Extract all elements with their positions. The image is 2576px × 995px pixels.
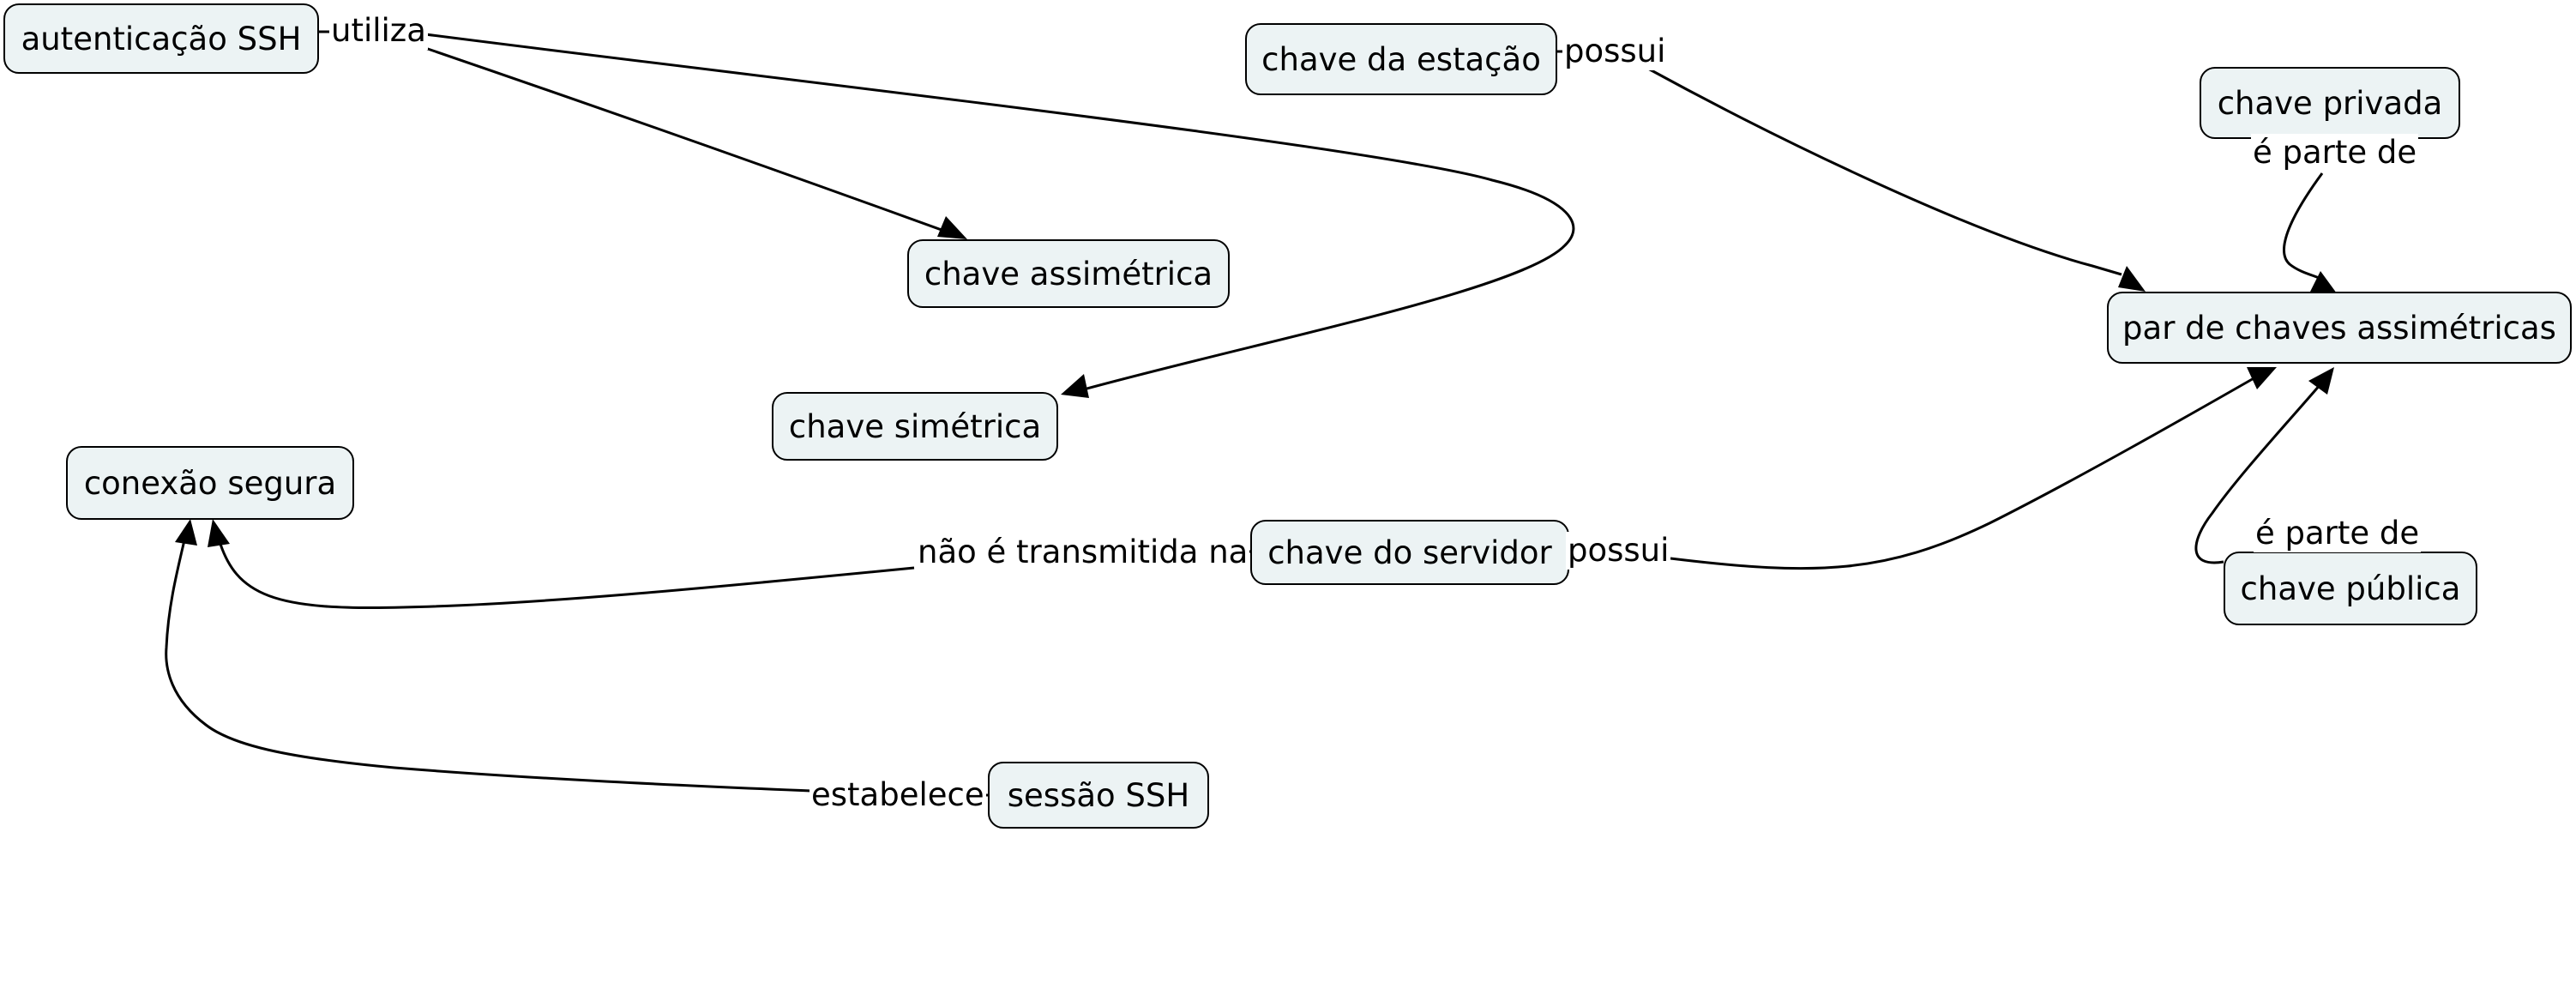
- node-chave-assimetrica[interactable]: chave assimétrica: [907, 239, 1230, 308]
- link-label-parte-publica: é parte de: [2254, 515, 2422, 552]
- arrowhead-simetrica: [1061, 374, 1089, 398]
- edge-utiliza-to-assimetrica: [424, 46, 961, 238]
- node-conexao-segura[interactable]: conexão segura: [66, 446, 354, 520]
- edge-publica-to-par: [2194, 383, 2322, 564]
- node-chave-publica[interactable]: chave pública: [2224, 552, 2477, 625]
- edge-nao-transmitida-to-conexao: [217, 538, 915, 609]
- edge-privada-to-par: [2283, 172, 2326, 283]
- arrowhead-conexao-left: [175, 519, 197, 546]
- link-label-nao-transmitida: não é transmitida na: [916, 534, 1250, 571]
- node-chave-privada[interactable]: chave privada: [2200, 67, 2460, 139]
- arrowhead-par-bottom-right: [2308, 367, 2334, 395]
- link-label-utiliza: utiliza: [329, 12, 428, 50]
- link-label-estabelece: estabelece: [810, 776, 986, 814]
- link-label-possui-estacao: possui: [1562, 33, 1668, 70]
- node-par-de-chaves-assimetricas[interactable]: par de chaves assimétricas: [2107, 292, 2572, 364]
- edge-utiliza-to-simetrica: [424, 33, 1575, 392]
- link-label-parte-privada: é parte de: [2251, 134, 2419, 172]
- node-sessao-ssh[interactable]: sessão SSH: [988, 762, 1209, 829]
- edge-possui2-to-par: [1670, 376, 2256, 570]
- node-chave-simetrica[interactable]: chave simétrica: [772, 392, 1058, 461]
- arrowhead-par-bottom-left: [2247, 367, 2277, 389]
- arrowhead-par-top-left: [2118, 266, 2146, 292]
- node-chave-do-servidor[interactable]: chave do servidor: [1250, 520, 1569, 585]
- edge-estabelece-to-conexao: [165, 540, 812, 793]
- node-autenticacao-ssh[interactable]: autenticação SSH: [3, 3, 319, 74]
- arrowhead-assimetrica: [937, 216, 967, 239]
- arrowhead-par-top-right: [2310, 271, 2337, 293]
- link-label-possui-servidor: possui: [1566, 532, 1671, 570]
- arrowhead-conexao-right: [208, 519, 230, 547]
- edge-possui-to-par: [1647, 67, 2122, 276]
- node-chave-da-estacao[interactable]: chave da estação: [1245, 23, 1557, 95]
